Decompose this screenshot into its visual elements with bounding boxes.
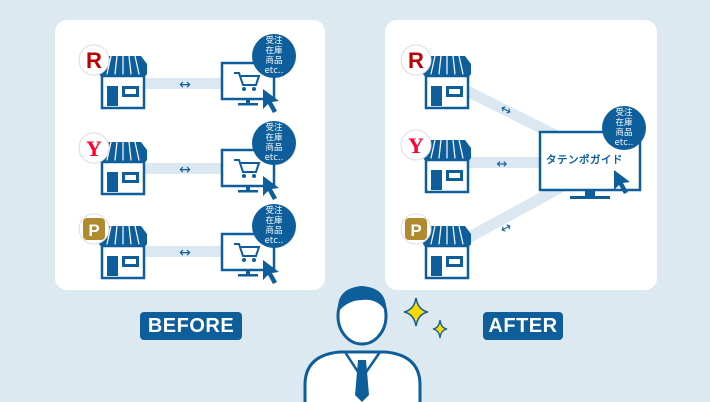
paypay-p-icon: P bbox=[400, 213, 432, 245]
bubble-line: etc.. bbox=[264, 66, 284, 76]
info-bubble-text: 受注 在庫 商品 etc.. bbox=[259, 123, 289, 163]
sparkle-icon bbox=[403, 297, 429, 327]
app-logo-text: タテンポガイド bbox=[546, 154, 623, 166]
svg-text:R: R bbox=[86, 48, 102, 73]
sparkle-icon bbox=[432, 319, 448, 339]
info-bubble-text: 受注 在庫 商品 etc.. bbox=[609, 108, 639, 148]
bubble-line: 在庫 bbox=[265, 216, 283, 226]
svg-text:↔: ↔ bbox=[179, 245, 191, 261]
bubble-line: 在庫 bbox=[615, 118, 633, 128]
svg-text:↔: ↔ bbox=[179, 162, 191, 178]
bubble-line: etc.. bbox=[614, 138, 634, 148]
svg-text:P: P bbox=[410, 221, 421, 240]
bubble-line: 商品 bbox=[265, 56, 283, 66]
svg-text:↔: ↔ bbox=[498, 219, 515, 237]
info-bubble bbox=[252, 34, 296, 78]
connector-bar bbox=[145, 163, 225, 174]
info-bubble bbox=[602, 106, 646, 150]
sync-arrow-icon: ↔ bbox=[179, 162, 191, 178]
bubble-line: 在庫 bbox=[265, 133, 283, 143]
rakuten-r-icon: R bbox=[400, 44, 432, 76]
connector-bar bbox=[145, 78, 225, 89]
svg-text:Y: Y bbox=[408, 133, 424, 158]
bubble-line: 受注 bbox=[265, 206, 283, 216]
yahoo-y-icon: Y bbox=[400, 129, 432, 161]
svg-text:P: P bbox=[88, 221, 99, 240]
connector-bar bbox=[455, 157, 545, 168]
bubble-line: etc.. bbox=[264, 236, 284, 246]
info-bubble-text: 受注 在庫 商品 etc.. bbox=[259, 36, 289, 76]
after-label: AFTER bbox=[483, 312, 563, 340]
connector-bar bbox=[452, 180, 568, 250]
sync-arrow-icon: ↔ bbox=[497, 157, 508, 172]
bubble-line: 商品 bbox=[265, 226, 283, 236]
sync-arrow-icon: ↔ bbox=[498, 219, 515, 237]
connector-bar bbox=[145, 246, 225, 257]
svg-text:↔: ↔ bbox=[497, 157, 508, 172]
bubble-line: 受注 bbox=[265, 36, 283, 46]
bubble-line: 受注 bbox=[615, 108, 633, 118]
info-bubble bbox=[252, 204, 296, 248]
bubble-line: 受注 bbox=[265, 123, 283, 133]
paypay-p-icon: P bbox=[78, 213, 110, 245]
bubble-line: 在庫 bbox=[265, 46, 283, 56]
before-label: BEFORE bbox=[140, 312, 242, 340]
person-icon bbox=[303, 286, 422, 402]
rakuten-r-icon: R bbox=[78, 44, 110, 76]
yahoo-y-icon: Y bbox=[78, 132, 110, 164]
svg-text:↔: ↔ bbox=[179, 77, 191, 93]
svg-text:Y: Y bbox=[86, 136, 102, 161]
svg-text:R: R bbox=[408, 48, 424, 73]
sync-arrow-icon: ↔ bbox=[179, 245, 191, 261]
bubble-line: etc.. bbox=[264, 153, 284, 163]
sync-arrow-icon: ↔ bbox=[179, 77, 191, 93]
info-bubble-text: 受注 在庫 商品 etc.. bbox=[259, 206, 289, 246]
info-bubble bbox=[252, 121, 296, 165]
bubble-line: 商品 bbox=[265, 143, 283, 153]
bubble-line: 商品 bbox=[615, 128, 633, 138]
